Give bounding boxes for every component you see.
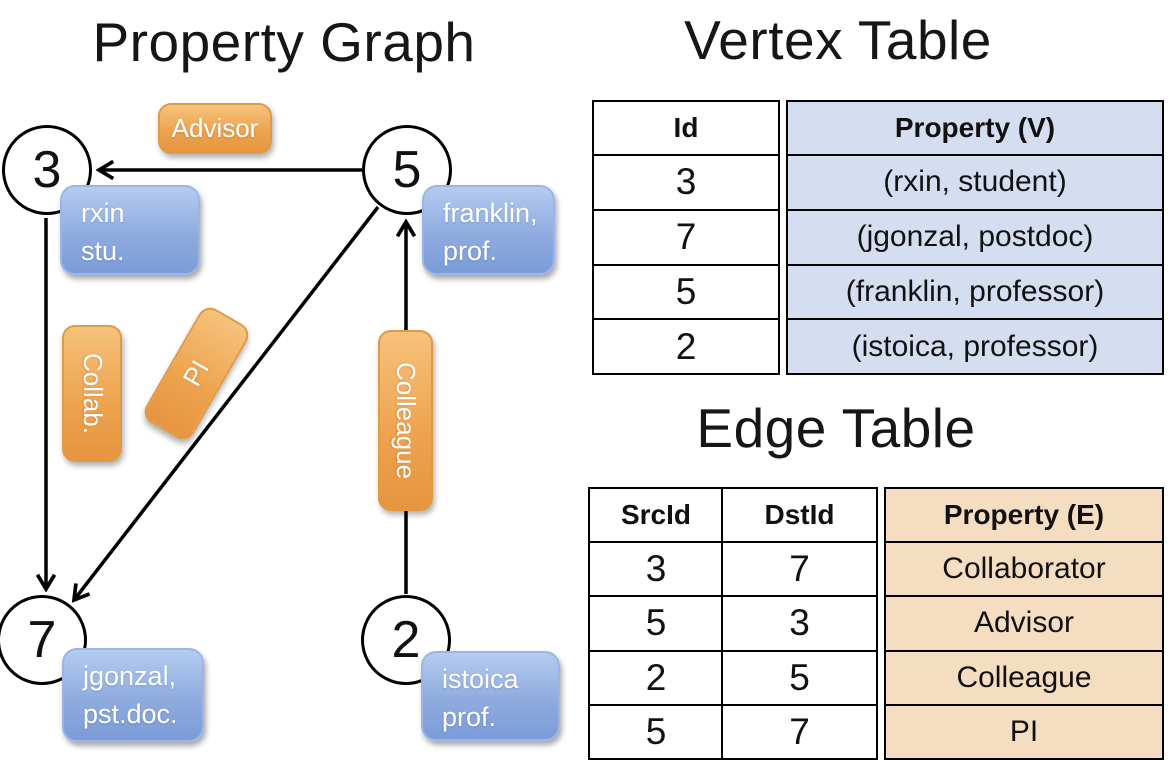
edge-table-title: Edge Table — [696, 397, 976, 459]
edge-table-srcid-header: SrcId — [620, 499, 692, 530]
vertex-node-7-id: 7 — [27, 611, 57, 669]
edge-label-colleague: Colleague — [378, 330, 433, 511]
edge-table-row-dstid: 5 — [723, 649, 876, 704]
vertex-label-franklin-line2: prof. — [443, 236, 498, 266]
edge-table-row-srcid: 3 — [590, 541, 722, 595]
vertex-table-row-property: (rxin, student) — [788, 154, 1162, 209]
vertex-label-jgonzal: jgonzal, pst.doc. — [62, 648, 204, 742]
vertex-label-jgonzal-line1: jgonzal, — [83, 661, 177, 691]
vertex-table-title: Vertex Table — [684, 9, 992, 71]
vertex-label-rxin-line1: rxin — [81, 198, 125, 228]
edge-table-property-header: Property (E) — [943, 499, 1105, 530]
vertex-table-row-property: (franklin, professor) — [788, 263, 1162, 319]
vertex-node-3-id: 3 — [32, 141, 62, 199]
vertex-label-franklin: franklin, prof. — [422, 185, 555, 275]
edge-table-property-column: Property (E) Collaborator Advisor Collea… — [884, 487, 1164, 760]
vertex-table-id-column: Id 3 7 5 2 — [592, 100, 780, 375]
vertex-table-row-id: 2 — [594, 318, 778, 373]
edge-label-collab: Collab. — [62, 325, 122, 462]
vertex-label-rxin-line2: stu. — [81, 236, 125, 266]
edge-label-colleague-text: Colleague — [391, 361, 421, 480]
vertex-label-rxin: rxin stu. — [60, 185, 200, 275]
edge-label-pi-text: PI — [176, 355, 216, 392]
vertex-table-property-column: Property (V) (rxin, student) (jgonzal, p… — [786, 100, 1164, 375]
vertex-table-row-id: 3 — [594, 154, 778, 209]
edge-table-row-dstid: 7 — [723, 541, 876, 595]
edge-pi-5-to-7 — [74, 205, 380, 600]
edge-table-row-srcid: 2 — [590, 649, 722, 704]
vertex-label-franklin-line1: franklin, — [443, 198, 538, 228]
vertex-node-5-id: 5 — [392, 141, 422, 199]
vertex-table-row-id: 7 — [594, 208, 778, 264]
edge-label-advisor-text: Advisor — [171, 113, 259, 143]
edge-table-row-srcid: 5 — [590, 595, 722, 649]
vertex-table-row-id: 5 — [594, 263, 778, 319]
vertex-node-2-id: 2 — [391, 611, 421, 669]
property-graph-title: Property Graph — [92, 11, 476, 73]
vertex-label-istoica-line2: prof. — [442, 702, 497, 732]
edge-table-row-dstid: 7 — [723, 703, 876, 758]
edge-label-advisor: Advisor — [158, 103, 272, 154]
edge-table-row-property: Colleague — [886, 649, 1162, 704]
vertex-table-row-property: (jgonzal, postdoc) — [788, 208, 1162, 264]
edge-table-row-property: Collaborator — [886, 541, 1162, 595]
edge-table-dstid-header: DstId — [764, 499, 835, 530]
vertex-label-istoica-line1: istoica — [442, 664, 519, 694]
edge-label-collab-text: Collab. — [77, 353, 108, 434]
edge-table-srcid-column: SrcId 3 5 2 5 — [588, 487, 724, 760]
vertex-node-3: 3 — [2, 125, 92, 215]
vertex-label-jgonzal-line2: pst.doc. — [83, 699, 178, 729]
edge-table-row-dstid: 3 — [723, 595, 876, 649]
edge-table-row-property: PI — [886, 703, 1162, 758]
vertex-table-id-header: Id — [673, 112, 699, 143]
vertex-table-row-property: (istoica, professor) — [788, 318, 1162, 373]
edge-table-dstid-column: DstId 7 3 5 7 — [721, 487, 878, 760]
vertex-table-property-header: Property (V) — [894, 112, 1056, 143]
edge-table-row-property: Advisor — [886, 595, 1162, 649]
vertex-label-istoica: istoica prof. — [421, 651, 560, 741]
edge-table-row-srcid: 5 — [590, 703, 722, 758]
